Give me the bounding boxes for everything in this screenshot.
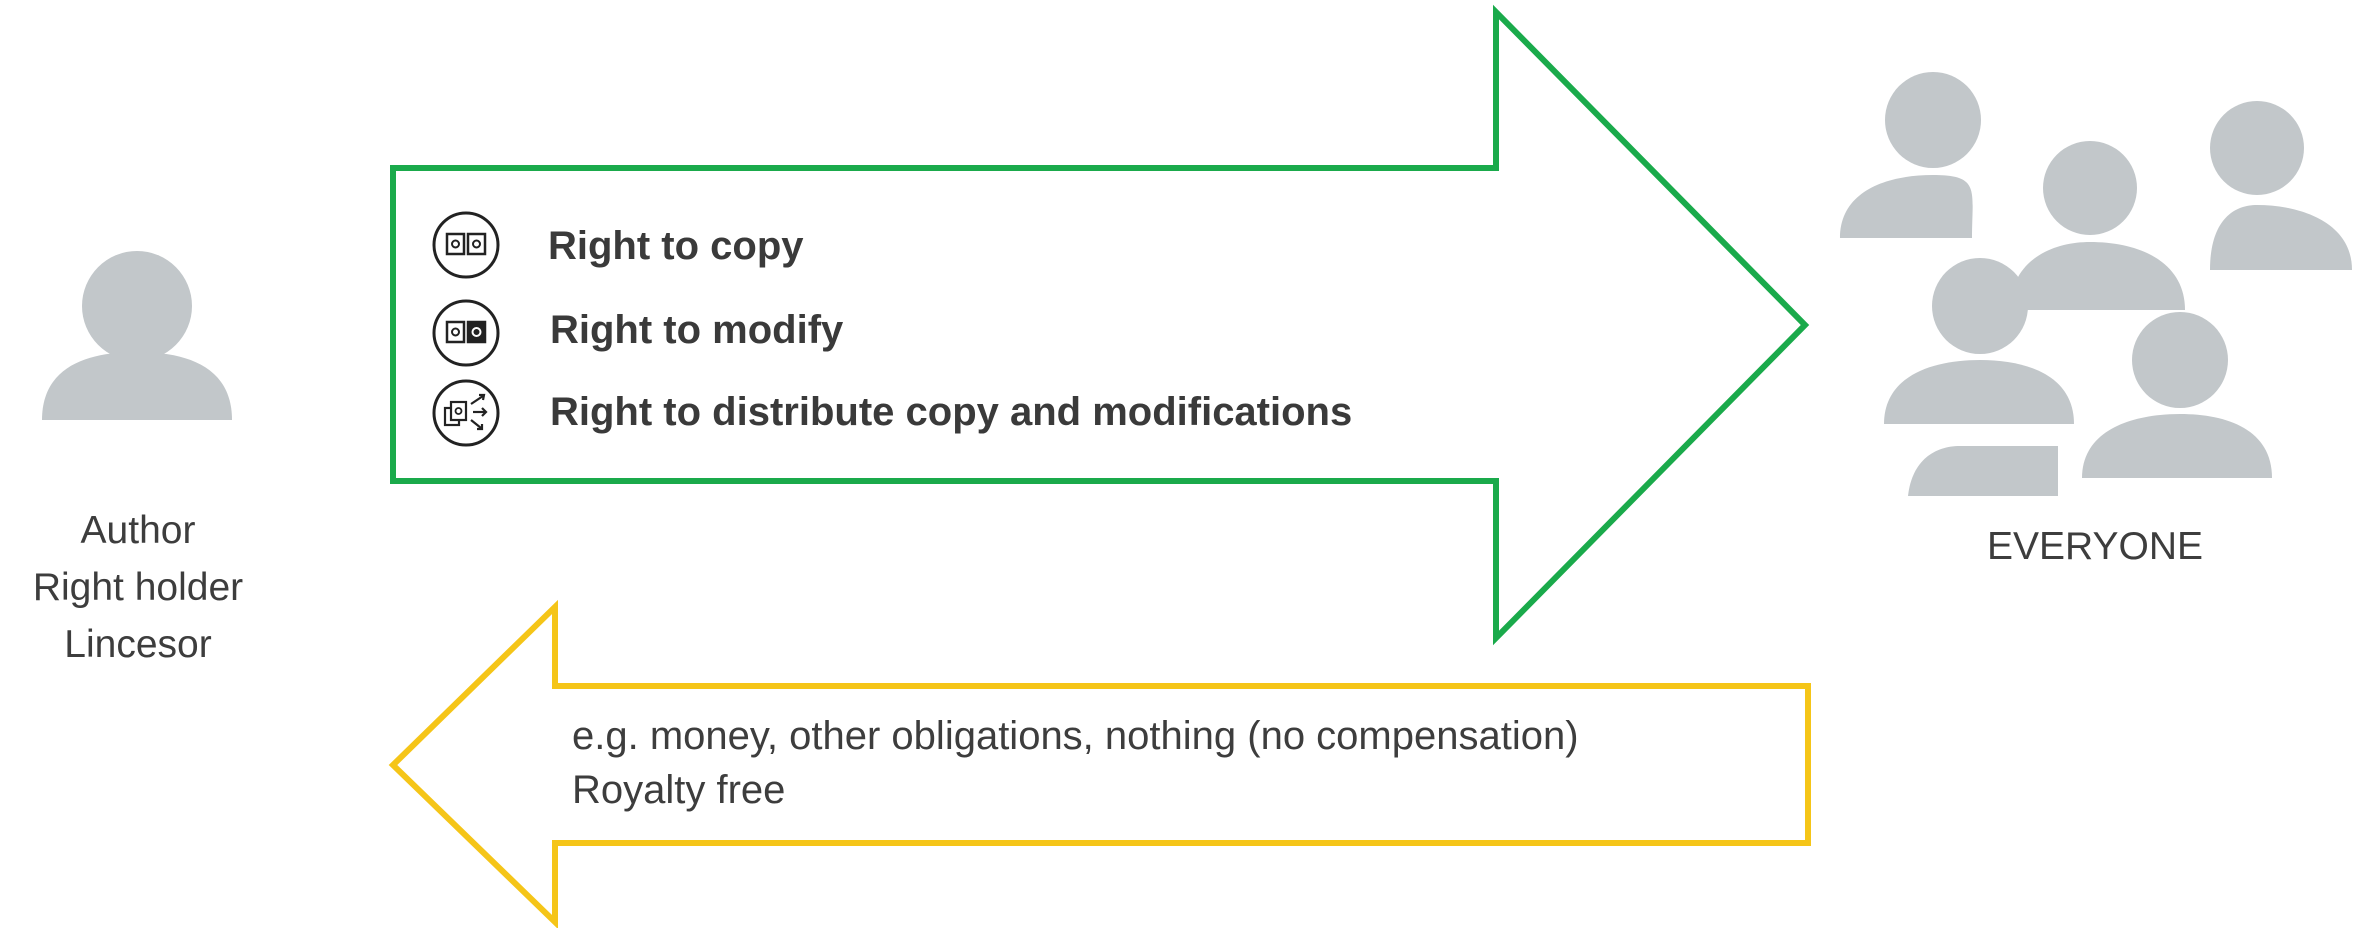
- compensation-text: e.g. money, other obligations, nothing (…: [572, 714, 1579, 758]
- author-person-icon: [42, 251, 232, 420]
- grantor-label: Author Right holder Lincesor: [0, 502, 276, 673]
- person-icon: [2210, 101, 2352, 270]
- grantor-line: Author: [80, 509, 196, 552]
- right-to-distribute-label: Right to distribute copy and modificatio…: [550, 390, 1353, 434]
- everyone-group-icon: [1840, 72, 2352, 496]
- copy-icon: [431, 210, 501, 280]
- grantor-line: Lincesor: [64, 623, 212, 666]
- rights-arrow: [390, 4, 1810, 646]
- person-icon: [1884, 258, 2074, 424]
- person-icon: [1908, 446, 2058, 496]
- return-arrow: [388, 599, 1811, 928]
- right-to-copy-label: Right to copy: [548, 224, 804, 268]
- grantee-label: EVERYONE: [1986, 525, 2204, 568]
- royalty-free-text: Royalty free: [572, 768, 786, 812]
- right-to-modify-label: Right to modify: [550, 308, 844, 352]
- grantor-line: Right holder: [32, 566, 244, 609]
- person-icon: [2082, 312, 2272, 478]
- person-icon: [1840, 72, 1981, 238]
- modify-icon: [431, 298, 501, 368]
- distribute-icon: [431, 378, 501, 448]
- person-icon: [2010, 141, 2185, 310]
